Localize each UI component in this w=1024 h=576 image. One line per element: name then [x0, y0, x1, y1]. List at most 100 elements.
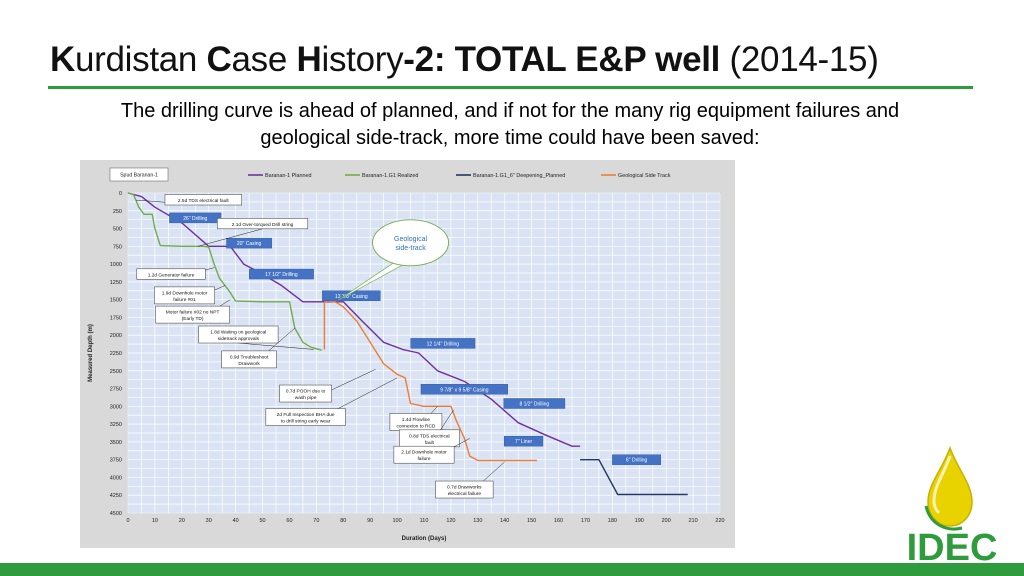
title-part: ase: [231, 40, 297, 79]
annotation-text: Drawwork: [238, 361, 260, 367]
x-tick-label: 10: [152, 518, 158, 524]
annotation-box: [221, 350, 277, 369]
x-tick-label: 170: [581, 518, 590, 524]
annotation-box: [435, 480, 494, 499]
annotation-text: 0.7d Drawworks: [447, 485, 482, 491]
stage-label: 26'' Drilling: [169, 212, 222, 224]
subtitle-line-2: geological side-track, more time could h…: [260, 127, 760, 149]
annotation-text: 2.5d TDS electrical fault: [178, 198, 230, 204]
annotation-text: 2.1d Over-torqued Drill string: [232, 222, 294, 228]
annotation-box: [198, 325, 279, 344]
legend-label: Baranan-1.G1_6'' Deepening_Planned: [473, 173, 565, 179]
title-h: H: [296, 40, 322, 79]
title-underline: [48, 86, 973, 89]
annotation-leader: [197, 228, 263, 247]
stage-label-box: [169, 212, 222, 224]
y-tick-label: 1750: [110, 315, 122, 321]
stage-label-text: 17 1/2'' Drilling: [265, 272, 298, 278]
y-tick-label: 4000: [110, 475, 122, 481]
x-tick-label: 40: [233, 518, 239, 524]
annotation-box: [136, 268, 206, 280]
y-tick-label: 750: [113, 244, 122, 250]
x-tick-label: 160: [554, 518, 563, 524]
title-k: K: [50, 40, 75, 79]
stage-label-box: [410, 338, 476, 349]
stage-label-box: [322, 290, 381, 301]
annotation-text: fault: [425, 440, 435, 446]
y-tick-label: 3000: [110, 404, 122, 410]
x-tick-label: 70: [313, 518, 319, 524]
stage-label-text: 8 1/2'' Drilling: [519, 401, 549, 407]
legend-label: Baranan-1 Planned: [265, 173, 311, 179]
x-axis-label: Duration (Days): [402, 536, 447, 542]
x-tick-label: 30: [206, 518, 212, 524]
y-tick-label: 4500: [110, 511, 122, 517]
x-tick-label: 200: [662, 518, 671, 524]
stage-label-box: [248, 268, 314, 280]
annotation-leader: [238, 342, 314, 350]
y-tick-label: 500: [113, 227, 122, 233]
x-tick-label: 210: [688, 518, 697, 524]
annotation-text: failure: [417, 456, 430, 462]
stage-label-text: 6'' Drilling: [626, 458, 648, 464]
annotation-box: [279, 384, 332, 403]
annotation-box: [154, 286, 215, 305]
x-tick-label: 120: [446, 518, 455, 524]
oil-drop-icon: [924, 445, 973, 531]
y-tick-label: 1000: [110, 262, 122, 268]
stage-label: 12 1/4'' Drilling: [410, 338, 476, 349]
stage-label: 17 1/2'' Drilling: [248, 268, 314, 280]
x-tick-label: 0: [126, 518, 129, 524]
annotation-text: 0.8d TDS electrical: [409, 433, 449, 439]
annotation-text: connexion to RCD: [396, 423, 435, 429]
title-c: C: [206, 40, 232, 79]
legend-label: Baranan-1.G1 Realized: [362, 173, 418, 179]
y-tick-label: 2500: [110, 369, 122, 375]
series-line: [127, 192, 322, 351]
series-line: [580, 459, 688, 496]
x-tick-label: 150: [527, 518, 536, 524]
series-line: [323, 300, 537, 462]
annotation-box: [393, 445, 455, 464]
callout-bubble: [372, 219, 449, 267]
footer-bar: [0, 563, 1024, 576]
series-line: [127, 192, 581, 447]
annotation-text: Motor failure #02 no NPT: [166, 310, 220, 316]
annotation-text: 0.9d Troubleshoot: [230, 354, 269, 360]
annotation-text: 0.7d POOH due to: [286, 389, 326, 395]
annotation-text: 1.8d Waiting on geological: [210, 330, 266, 336]
y-tick-label: 3500: [110, 440, 122, 446]
callout-text: side-track: [395, 245, 426, 252]
stage-label: 13 3/8'' Casing: [322, 290, 381, 301]
stage-label-text: 13 3/8'' Casing: [335, 294, 368, 300]
y-tick-label: 0: [119, 191, 122, 197]
stage-label-box: [503, 435, 544, 447]
subtitle-line-1: The drilling curve is ahead of planned, …: [120, 100, 900, 122]
stage-label-text: 20'' Casing: [237, 241, 262, 247]
annotation-box: [164, 194, 242, 206]
title-year: (2014-15): [720, 40, 879, 79]
x-tick-label: 190: [635, 518, 644, 524]
title-bold: -2: TOTAL E&P well: [403, 40, 721, 79]
y-tick-label: 1500: [110, 298, 122, 304]
annotation-box: [265, 408, 346, 426]
stage-label-text: 9 7/8'' x 9 5/8'' Casing: [440, 387, 489, 393]
annotation-text: failure #01: [173, 297, 196, 303]
stage-label: 20'' Casing: [226, 237, 272, 249]
y-tick-label: 2250: [110, 351, 122, 357]
y-tick-label: 4250: [110, 493, 122, 499]
annotation-text: 1.9d Downhole motor: [162, 290, 208, 296]
x-tick-label: 60: [286, 518, 292, 524]
stage-label: 9 7/8'' x 9 5/8'' Casing: [420, 384, 508, 395]
spud-note-box: [109, 167, 169, 182]
x-tick-label: 90: [367, 518, 373, 524]
y-tick-label: 1250: [110, 280, 122, 286]
stage-label-box: [612, 454, 661, 465]
x-tick-label: 220: [715, 518, 724, 524]
stage-label-box: [226, 237, 272, 249]
annotation-text: 2.1d Downhole motor: [401, 450, 447, 456]
x-tick-label: 140: [500, 518, 509, 524]
x-tick-label: 50: [259, 518, 265, 524]
stage-label: 8 1/2'' Drilling: [503, 398, 566, 409]
